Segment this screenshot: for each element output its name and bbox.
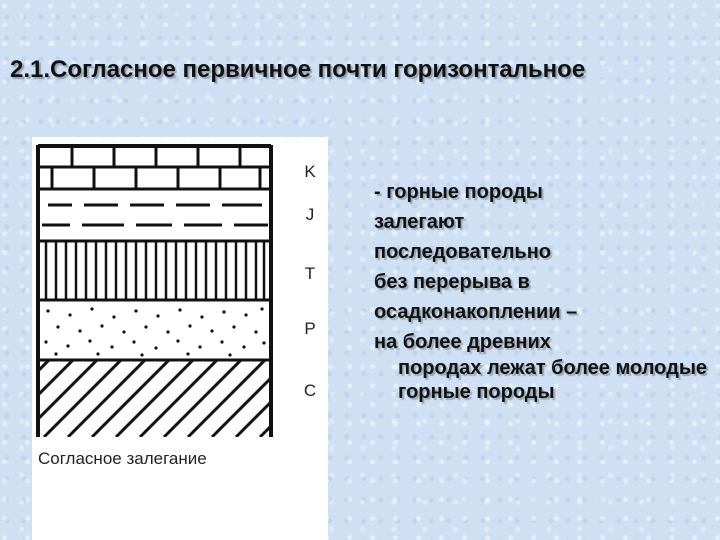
layer-label-t: T: [300, 265, 320, 282]
layer-label-k: K: [300, 163, 320, 180]
description-line: - горные породы: [374, 180, 714, 210]
layer-c-diagonal-pattern: [32, 357, 328, 437]
layer-p-dot-pattern: [38, 307, 271, 360]
layer-j-dash-pattern: [38, 205, 271, 241]
description-line: залегают: [374, 210, 714, 240]
layer-label-j: J: [300, 206, 320, 223]
stratigraphy-figure: K J T P C Согласное залегание: [32, 137, 328, 540]
description-line: последовательно: [374, 240, 714, 270]
description-line: осадконакоплении –: [374, 300, 714, 330]
layer-label-p: P: [300, 320, 320, 337]
description-text: - горные породы залегают последовательно…: [374, 180, 714, 404]
slide-title: 2.1.Согласное первичное почти горизонтал…: [10, 56, 715, 84]
strata-diagram: [32, 137, 328, 447]
description-line: без перерыва в: [374, 270, 714, 300]
layer-t-vertical-pattern: [38, 241, 271, 300]
description-continuation: породах лежат более молодые горные пород…: [374, 356, 714, 404]
layer-label-c: C: [300, 382, 320, 399]
layer-k-brick-pattern: [38, 146, 271, 189]
figure-caption: Согласное залегание: [38, 449, 328, 469]
